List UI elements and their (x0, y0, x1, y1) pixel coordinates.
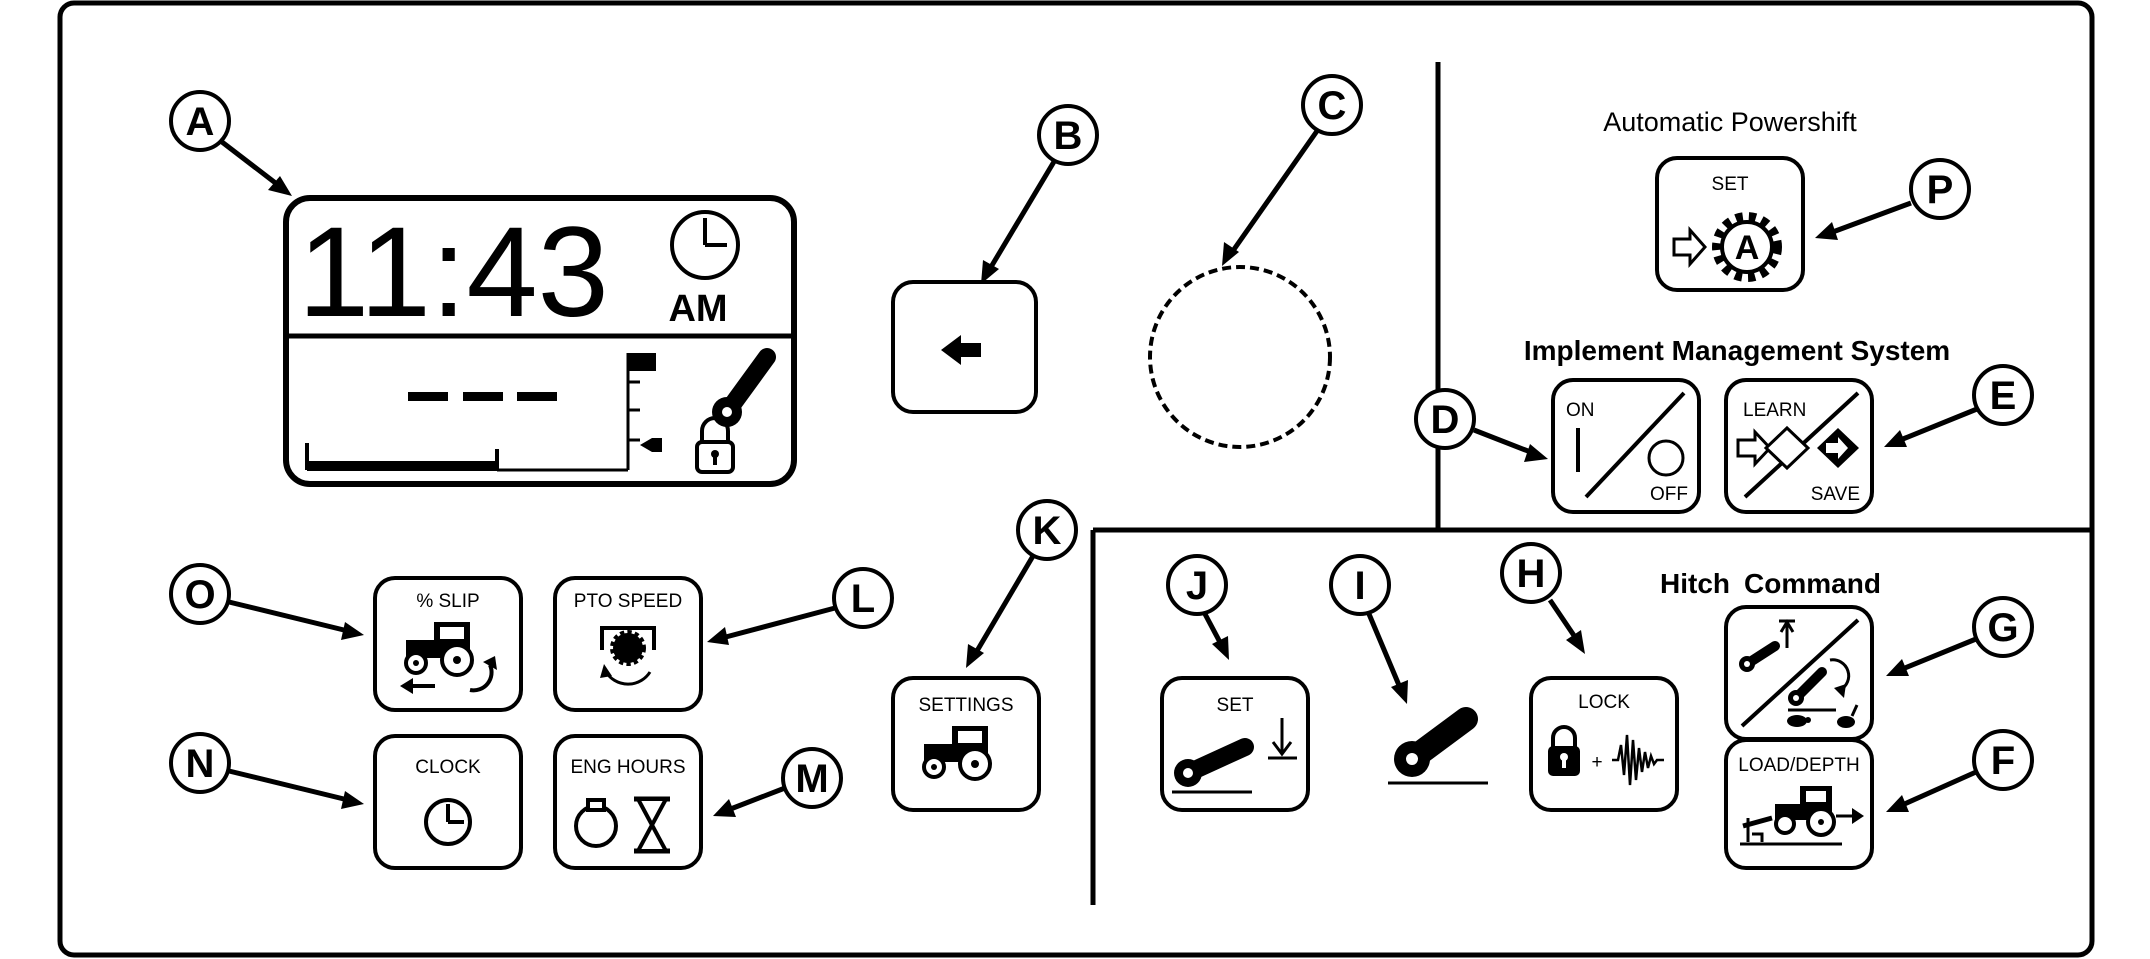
clock-icon (424, 798, 472, 846)
powershift-set-button[interactable]: SET A (1655, 156, 1805, 292)
svg-text:SETTINGS: SETTINGS (918, 695, 1013, 716)
svg-text:ENG HOURS: ENG HOURS (570, 757, 685, 778)
load-depth-button[interactable]: LOAD/DEPTH (1724, 738, 1874, 870)
gear-icon: A (1712, 212, 1782, 282)
arrow-outline-icon (1672, 226, 1708, 268)
callout-l: L (707, 567, 894, 645)
svg-text:J: J (1186, 564, 1208, 608)
callout-b: B (981, 104, 1099, 284)
hitch-lever-icon (712, 348, 776, 427)
callout-i: I (1329, 554, 1408, 704)
svg-text:L: L (851, 577, 875, 621)
svg-text:O: O (184, 573, 215, 617)
callout-p: P (1815, 158, 1971, 240)
callout-e: E (1884, 364, 2034, 447)
svg-text:N: N (186, 742, 215, 786)
svg-text:B: B (1054, 114, 1083, 158)
svg-text:OFF: OFF (1650, 484, 1688, 505)
pto-shaft-icon (600, 626, 656, 686)
svg-text:A: A (186, 100, 215, 144)
svg-text:F: F (1991, 739, 2015, 783)
svg-text:SET: SET (1712, 174, 1749, 195)
display-bar-graph (305, 443, 628, 472)
callout-j: J (1166, 554, 1229, 660)
svg-text:CLOCK: CLOCK (415, 757, 481, 778)
clock-icon (670, 210, 740, 280)
svg-text:E: E (1990, 374, 2017, 418)
hourglass-icon (634, 796, 670, 854)
callout-m: M (713, 747, 843, 817)
callout-n: N (169, 732, 364, 809)
svg-text:D: D (1431, 398, 1460, 442)
set-down-arrow-icon (1268, 718, 1297, 760)
svg-text:K: K (1033, 509, 1062, 553)
display-scale (626, 353, 662, 470)
implement-icon (1740, 815, 1842, 846)
ims-heading: Implement Management System (1524, 335, 1950, 366)
svg-text:ON: ON (1566, 400, 1595, 421)
callout-k: K (966, 499, 1078, 668)
callout-o: O (169, 563, 364, 640)
callout-a: A (169, 90, 292, 196)
svg-text:P: P (1927, 168, 1954, 212)
callout-f: F (1886, 729, 2034, 812)
svg-text:+: + (1591, 752, 1602, 773)
display-time: 11:43 (298, 201, 609, 344)
lower-lever-icon (1788, 658, 1851, 712)
eng-hours-button[interactable]: ENG HOURS (553, 734, 703, 870)
clock-button[interactable]: CLOCK (373, 734, 523, 870)
settings-button[interactable]: SETTINGS (891, 676, 1041, 812)
powershift-heading: Automatic Powershift (1603, 107, 1857, 137)
callout-d: D (1414, 388, 1548, 462)
svg-text:H: H (1517, 552, 1546, 596)
callout-g: G (1886, 596, 2034, 676)
ims-on-off-button[interactable]: ON OFF (1551, 378, 1701, 514)
callout-c: C (1222, 74, 1363, 266)
svg-text:C: C (1318, 84, 1347, 128)
engine-icon (574, 798, 618, 848)
pto-speed-button[interactable]: PTO SPEED (553, 576, 703, 712)
panel-frame (57, 0, 2095, 958)
rotary-dial-icon[interactable] (1148, 265, 1332, 449)
padlock-icon (1548, 725, 1580, 776)
svg-text:I: I (1354, 564, 1365, 608)
forward-arrow-icon (1836, 808, 1864, 824)
callout-h: H (1500, 542, 1585, 654)
slip-button[interactable]: % SLIP (373, 576, 523, 712)
hitch-set-button[interactable]: SET (1160, 676, 1310, 812)
display-dashes (408, 392, 557, 401)
svg-text:LOCK: LOCK (1578, 692, 1630, 713)
ims-learn-save-button[interactable]: LEARN SAVE (1724, 378, 1874, 514)
hitch-lock-button[interactable]: LOCK + (1529, 676, 1679, 812)
back-button[interactable] (891, 280, 1038, 414)
svg-text:G: G (1987, 606, 2018, 650)
svg-text:PTO SPEED: PTO SPEED (574, 591, 682, 612)
padlock-icon (695, 416, 735, 474)
slip-arrows-icon (400, 656, 497, 694)
svg-text:SAVE: SAVE (1811, 484, 1860, 505)
raise-lever-icon (1739, 619, 1795, 672)
hitch-lever-icon (1174, 738, 1254, 787)
svg-text:SET: SET (1217, 695, 1254, 716)
tractor-icon (1774, 786, 1836, 837)
svg-text:% SLIP: % SLIP (416, 591, 479, 612)
hitch-lever-control[interactable] (1388, 707, 1488, 785)
vibration-waveform-icon (1612, 734, 1664, 786)
svg-text:M: M (795, 757, 828, 801)
svg-text:LOAD/DEPTH: LOAD/DEPTH (1738, 755, 1859, 776)
rabbit-icon (1837, 704, 1859, 728)
svg-text:A: A (1735, 229, 1760, 267)
lcd-display: 11:43 AM (283, 195, 797, 487)
back-arrow-icon (941, 335, 981, 365)
tractor-icon (404, 622, 474, 677)
turtle-icon (1787, 715, 1811, 727)
display-ampm: AM (668, 288, 727, 330)
svg-text:LEARN: LEARN (1743, 400, 1806, 421)
hitch-raise-lower-button[interactable] (1724, 605, 1874, 741)
tractor-icon (922, 726, 992, 781)
